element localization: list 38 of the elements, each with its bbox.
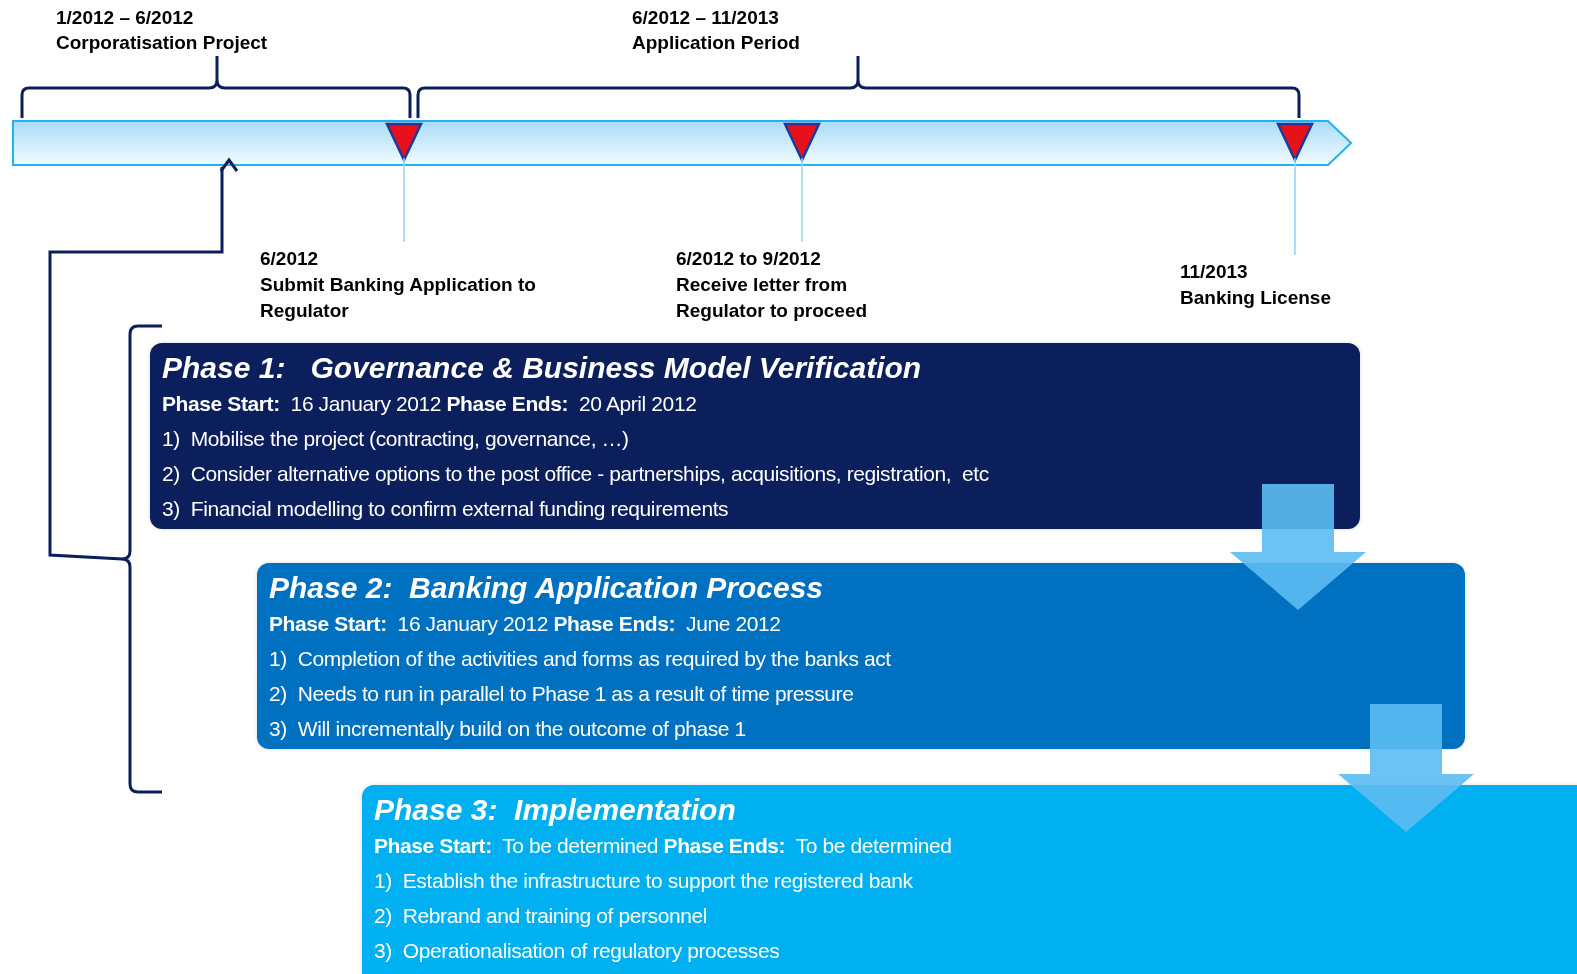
- leader-line: [403, 157, 405, 243]
- phase-card: [257, 563, 1465, 749]
- phase-title: Phase 3: Implementation: [374, 793, 736, 827]
- block-arrow: [1338, 704, 1474, 832]
- period-label: Application Period: [632, 31, 800, 55]
- timeline-bar: [12, 120, 1352, 166]
- phase-title: Phase 1: Governance & Business Model Verification: [162, 351, 922, 385]
- phase-dates: Phase Start: 16 January 2012 Phase Ends: 20 April 2012: [162, 391, 697, 417]
- leader-line: [801, 157, 803, 243]
- phase-dates: Phase Start: 16 January 2012 Phase Ends: June 2012: [269, 611, 781, 637]
- phase-task: 1) Mobilise the project (contracting, governance, …): [162, 426, 629, 452]
- phase-task: 2) Rebrand and training of personnel: [374, 903, 708, 929]
- period-label: 1/2012 – 6/2012: [56, 6, 194, 30]
- leader-line: [1294, 157, 1296, 256]
- milestone-description: Submit Banking Application to Regulator: [260, 273, 537, 323]
- milestone-marker: [783, 122, 821, 162]
- phase-task: 3) Operationalisation of regulatory processes: [374, 938, 780, 964]
- phase-task: 2) Needs to run in parallel to Phase 1 as a result of time pressure: [269, 681, 854, 707]
- phase-task: 3) Will incrementally build on the outcome of phase 1: [269, 716, 746, 742]
- milestone-date: 6/2012 to 9/2012: [676, 247, 821, 271]
- phase-card: [362, 785, 1577, 974]
- milestone-date: 11/2013: [1180, 260, 1248, 284]
- phase-task: 1) Establish the infrastructure to support the registered bank: [374, 868, 913, 894]
- period-label: 6/2012 – 11/2013: [632, 6, 779, 30]
- period-label: Corporatisation Project: [56, 31, 268, 55]
- phase-dates: Phase Start: To be determined Phase Ends: To be determined: [374, 833, 952, 859]
- phase-title: Phase 2: Banking Application Process: [269, 571, 824, 605]
- phase-card: [150, 343, 1360, 529]
- phase-task: 2) Consider alternative options to the post office - partnerships, acquisitions, registration, etc: [162, 461, 989, 487]
- milestone-marker: [385, 122, 423, 162]
- milestone-description: Receive letter from Regulator to proceed: [676, 273, 869, 323]
- block-arrow: [1230, 484, 1366, 610]
- phase-task: 3) Financial modelling to confirm external funding requirements: [162, 496, 729, 522]
- milestone-date: 6/2012: [260, 247, 319, 271]
- milestone-marker: [1276, 122, 1314, 162]
- phase-task: 1) Completion of the activities and forms as required by the banks act: [269, 646, 891, 672]
- arrow: [48, 158, 239, 561]
- milestone-description: Banking License: [1180, 286, 1332, 310]
